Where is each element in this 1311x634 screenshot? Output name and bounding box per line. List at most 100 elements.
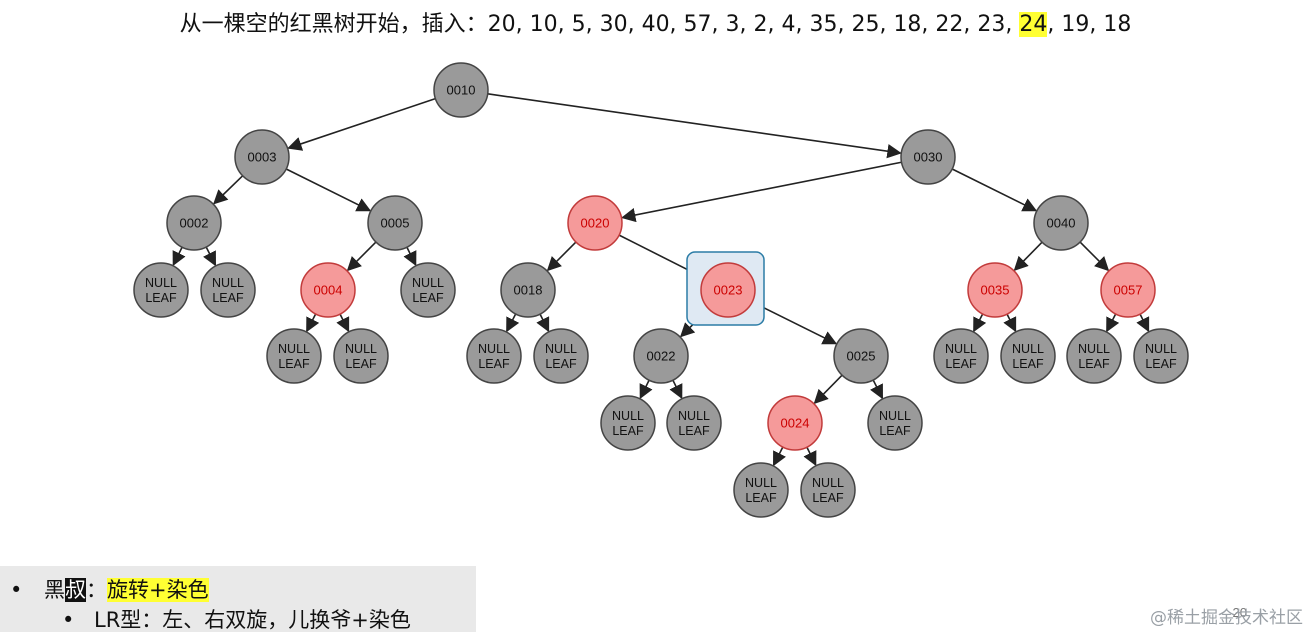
node-label: 0022	[647, 349, 676, 364]
node-0057: 0057	[1100, 262, 1156, 318]
note-lr-rule: LR型：左、右双旋，儿换爷+染色	[94, 608, 411, 632]
title-highlight: 24	[1019, 12, 1048, 37]
edge-n4-L5	[336, 313, 350, 333]
edge-n40-n35	[1013, 241, 1043, 272]
null-leaf-label-line1: NULL	[612, 409, 644, 423]
node-0020: 0020	[567, 195, 623, 251]
node-label: 0025	[847, 349, 876, 364]
null-leaf-label-line2: LEAF	[745, 491, 777, 505]
node-label: 0024	[781, 416, 810, 431]
null-leaf-label-line2: LEAF	[1145, 357, 1177, 371]
edge-n10-n30	[487, 93, 902, 159]
node-circle	[433, 62, 489, 118]
null-leaf-circle	[933, 328, 989, 384]
edge-n22-L9	[669, 379, 683, 400]
null-leaf-label-line2: LEAF	[812, 491, 844, 505]
node-circle	[833, 328, 889, 384]
node-label: 0018	[514, 283, 543, 298]
node-0035: 0035	[967, 262, 1023, 318]
note-uncle-highlight: 叔	[65, 578, 86, 602]
note-colon: ：	[86, 578, 107, 602]
null-leaf-circle	[800, 462, 856, 518]
edge-n57-L15	[1106, 313, 1120, 333]
node-0018: 0018	[500, 262, 556, 318]
null-leaf-circle	[333, 328, 389, 384]
node-circle	[300, 262, 356, 318]
node-circle	[900, 129, 956, 185]
null-leaf-label-line2: LEAF	[678, 424, 710, 438]
edge-n10-n3	[287, 97, 436, 151]
node-circle	[367, 195, 423, 251]
node-circle	[700, 262, 756, 318]
null-leaf-label-line1: NULL	[1078, 342, 1110, 356]
null-leaf-label-line2: LEAF	[612, 424, 644, 438]
null-leaf-label-line1: NULL	[278, 342, 310, 356]
node-label: 0002	[180, 216, 209, 231]
null-leaf-label-line2: LEAF	[1012, 357, 1044, 371]
bullet: •	[62, 608, 75, 632]
null-leaf-circle	[466, 328, 522, 384]
node-circle	[166, 195, 222, 251]
null-leaf-circle	[200, 262, 256, 318]
node-circle	[633, 328, 689, 384]
edge-n2-L2	[203, 246, 217, 267]
edge-n25-L10	[870, 379, 884, 400]
edge-n30-n20	[621, 161, 902, 223]
null-leaf-label-line1: NULL	[745, 476, 777, 490]
node-label: 0010	[447, 83, 476, 98]
null-leaf-label-line2: LEAF	[212, 291, 244, 305]
node-0030: 0030	[900, 129, 956, 185]
node-label: 0020	[581, 216, 610, 231]
node-0004: 0004	[300, 262, 356, 318]
node-label: 0005	[381, 216, 410, 231]
null-leaf-circle	[400, 262, 456, 318]
null-leaf-label-line1: NULL	[345, 342, 377, 356]
null-leaf-label-line2: LEAF	[945, 357, 977, 371]
null-leaf-label-line1: NULL	[412, 276, 444, 290]
edge-n24-L12	[803, 446, 817, 467]
edge-n35-L14	[1003, 313, 1017, 333]
note-line-1: •黑叔：旋转+染色	[10, 574, 209, 604]
node-0023: 0023	[686, 251, 765, 326]
null-leaf-label-line2: LEAF	[345, 357, 377, 371]
edge-n4-L4	[306, 313, 320, 333]
node-0005: 0005	[367, 195, 423, 251]
node-circle	[967, 262, 1023, 318]
null-leaf-label-line1: NULL	[545, 342, 577, 356]
node-label: 0023	[714, 283, 743, 298]
null-leaf-label-line1: NULL	[678, 409, 710, 423]
edge-n40-n57	[1079, 241, 1110, 272]
edge-n20-n18	[546, 241, 577, 272]
null-leaf-label-line2: LEAF	[879, 424, 911, 438]
edge-n5-L3	[403, 246, 417, 267]
notes-panel: •黑叔：旋转+染色 • LR型：左、右双旋，儿换爷+染色	[0, 566, 476, 632]
null-leaf-label-line1: NULL	[1012, 342, 1044, 356]
null-leaf-label-line1: NULL	[945, 342, 977, 356]
null-leaf-label-line2: LEAF	[478, 357, 510, 371]
edge-n3-n5	[285, 168, 372, 212]
edge-n57-L16	[1136, 313, 1150, 333]
note-action-highlight: 旋转+染色	[107, 578, 209, 602]
page-number: 20	[1232, 605, 1247, 620]
edge-n22-L8	[639, 379, 653, 400]
null-leaf-circle	[1066, 328, 1122, 384]
null-leaf-label-line2: LEAF	[545, 357, 577, 371]
null-leaf-circle	[666, 395, 722, 451]
null-leaf-circle	[133, 262, 189, 318]
note-prefix: 黑	[44, 578, 65, 602]
null-leaf-label-line1: NULL	[812, 476, 844, 490]
edge-n24-L11	[772, 446, 786, 467]
node-label: 0030	[914, 150, 943, 165]
node-0003: 0003	[234, 129, 290, 185]
